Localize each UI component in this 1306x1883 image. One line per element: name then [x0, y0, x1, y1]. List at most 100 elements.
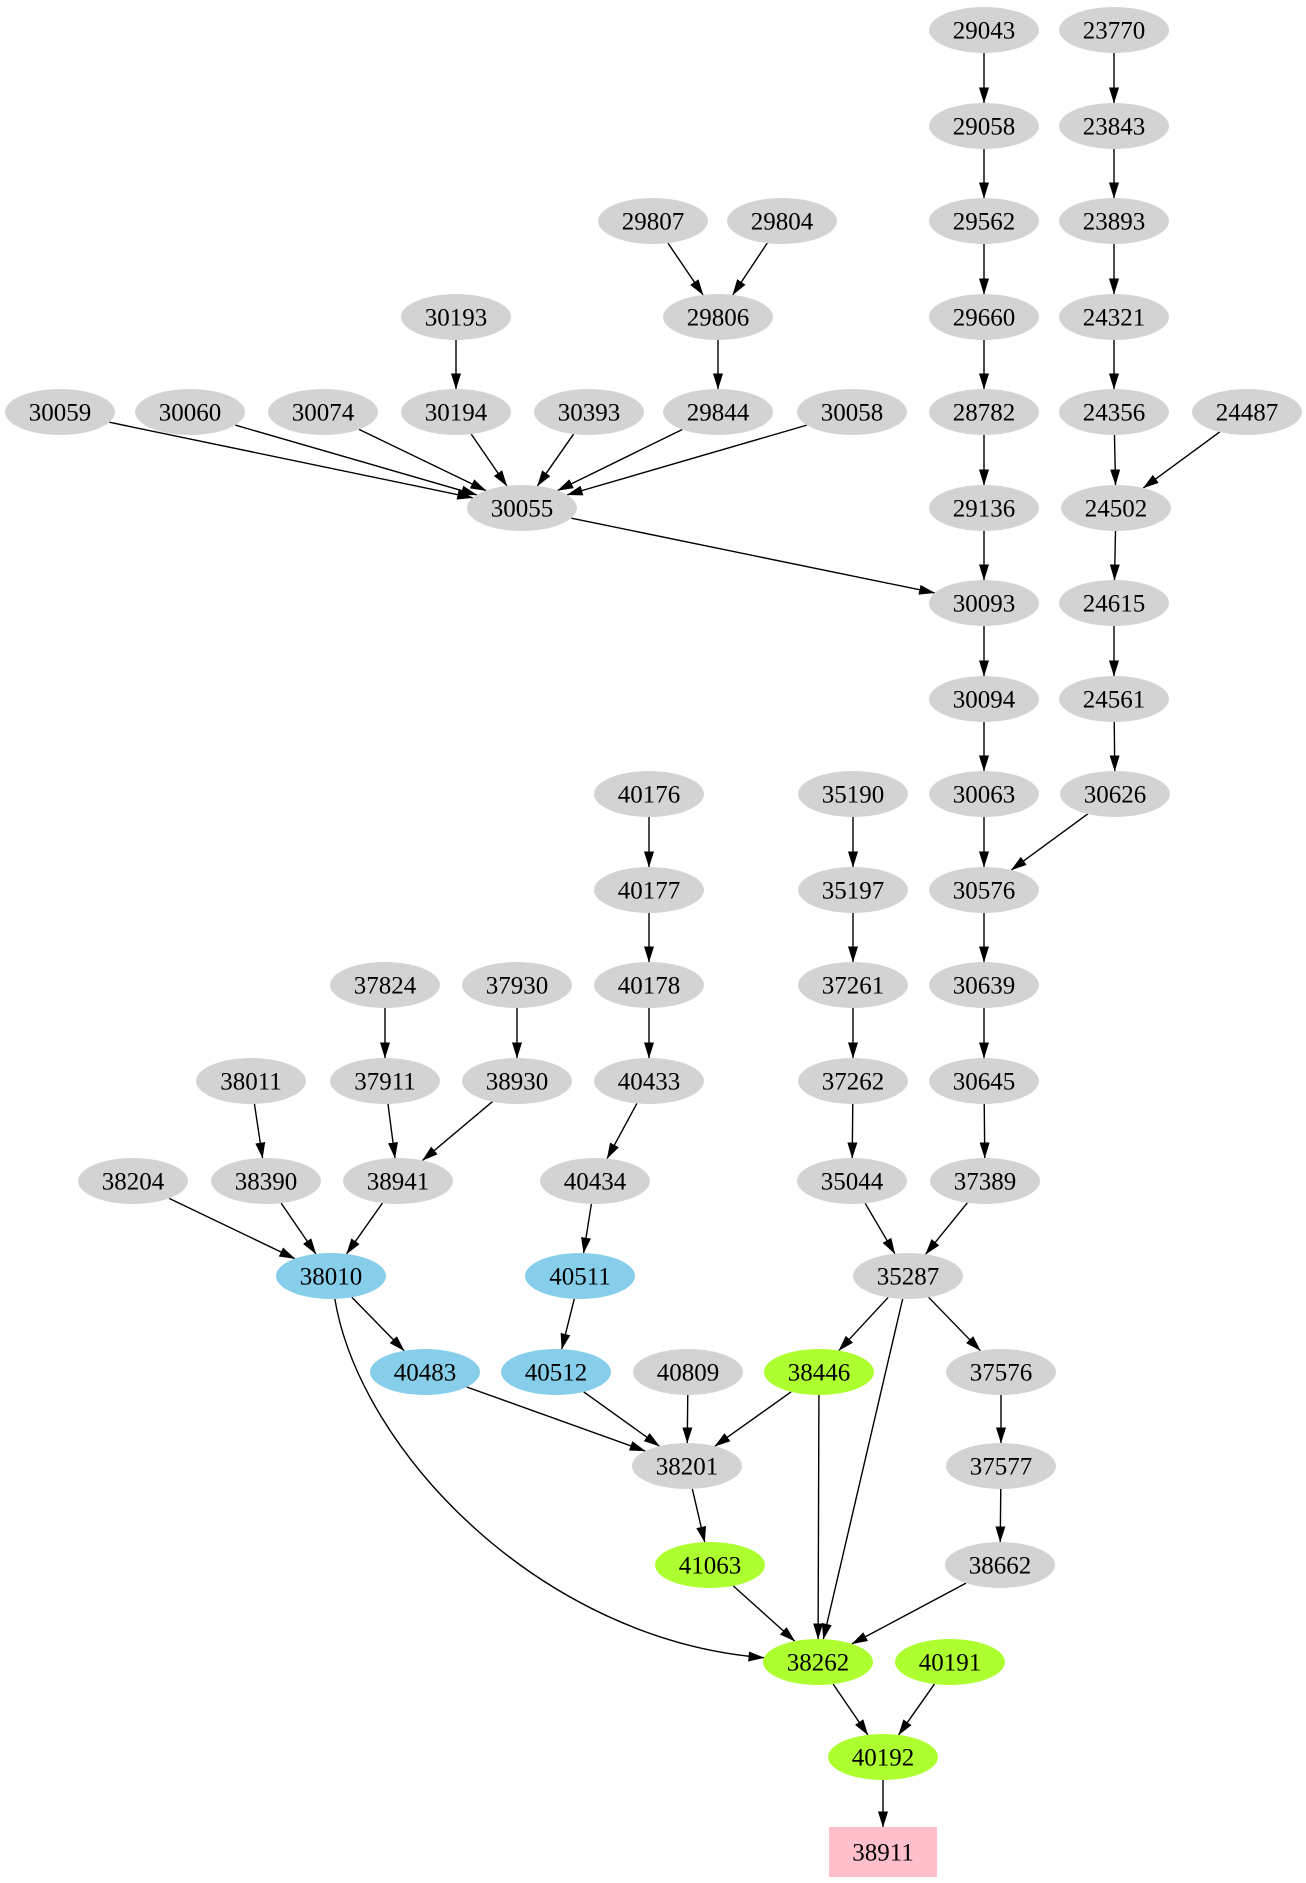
edge-37262-35044: [847, 1103, 858, 1159]
node-ellipse-38201: [632, 1443, 742, 1489]
node-29807: 29807: [598, 198, 708, 244]
node-40192: 40192: [828, 1734, 938, 1780]
node-ellipse-40809: [633, 1349, 743, 1395]
node-ellipse-29660: [929, 294, 1039, 340]
node-label-37911: 37911: [354, 1069, 416, 1096]
node-35197: 35197: [798, 867, 908, 913]
node-29660: 29660: [929, 294, 1039, 340]
node-ellipse-35287: [853, 1253, 963, 1299]
edge-37577-38662: [995, 1488, 1006, 1543]
node-ellipse-40433: [594, 1058, 704, 1104]
node-label-38446: 38446: [788, 1360, 851, 1387]
node-ellipse-37911: [330, 1058, 440, 1104]
node-label-30093: 30093: [953, 591, 1016, 618]
node-ellipse-30059: [5, 389, 115, 435]
node-38201: 38201: [632, 1443, 742, 1489]
node-label-35197: 35197: [822, 878, 885, 905]
node-label-30194: 30194: [425, 400, 488, 427]
node-label-23843: 23843: [1083, 114, 1146, 141]
node-ellipse-30093: [929, 580, 1039, 626]
node-label-37930: 37930: [486, 973, 549, 1000]
node-24615: 24615: [1059, 580, 1169, 626]
edge-40809-38201: [682, 1394, 693, 1444]
edge-35044-35287: [864, 1202, 896, 1255]
node-ellipse-40511: [525, 1253, 635, 1299]
node-24487: 24487: [1192, 389, 1302, 435]
edge-24487-24502: [1142, 431, 1221, 489]
node-ellipse-38390: [211, 1158, 321, 1204]
node-37262: 37262: [798, 1058, 908, 1104]
node-ellipse-30058: [797, 389, 907, 435]
node-24356: 24356: [1059, 389, 1169, 435]
node-37389: 37389: [930, 1158, 1040, 1204]
edge-30194-30055: [470, 433, 508, 487]
edge-38446-38201: [714, 1391, 792, 1447]
node-ellipse-29136: [929, 485, 1039, 531]
node-label-38911: 38911: [852, 1840, 914, 1867]
node-29058: 29058: [929, 103, 1039, 149]
edge-35287-37576: [928, 1296, 981, 1352]
node-label-40511: 40511: [549, 1264, 611, 1291]
edge-38446-38262: [813, 1394, 824, 1640]
node-ellipse-30576: [929, 867, 1039, 913]
node-ellipse-40192: [828, 1734, 938, 1780]
node-label-30393: 30393: [558, 400, 621, 427]
node-ellipse-38662: [945, 1542, 1055, 1588]
node-38390: 38390: [211, 1158, 321, 1204]
edge-30058-30055: [566, 424, 808, 496]
node-label-37577: 37577: [970, 1454, 1033, 1481]
node-40512: 40512: [501, 1349, 611, 1395]
node-ellipse-37930: [462, 962, 572, 1008]
node-ellipse-29562: [929, 198, 1039, 244]
node-29844: 29844: [663, 389, 773, 435]
node-label-29806: 29806: [687, 305, 750, 332]
node-label-29562: 29562: [953, 209, 1016, 236]
node-label-28782: 28782: [953, 400, 1016, 427]
edge-41063-38262: [732, 1585, 796, 1642]
node-ellipse-24356: [1059, 389, 1169, 435]
node-label-30094: 30094: [953, 687, 1016, 714]
node-40177: 40177: [594, 867, 704, 913]
node-ellipse-29043: [929, 7, 1039, 53]
node-30093: 30093: [929, 580, 1039, 626]
node-30074: 30074: [268, 389, 378, 435]
node-29136: 29136: [929, 485, 1039, 531]
edge-35287-38262: [821, 1298, 904, 1640]
edge-37389-35287: [925, 1202, 968, 1255]
node-label-30063: 30063: [953, 782, 1016, 809]
edge-40483-38201: [466, 1386, 646, 1452]
node-label-38662: 38662: [969, 1553, 1032, 1580]
node-label-38010: 38010: [300, 1264, 363, 1291]
node-label-40191: 40191: [919, 1650, 982, 1677]
edge-24561-30626: [1109, 721, 1120, 772]
node-ellipse-40191: [895, 1639, 1005, 1685]
node-label-40192: 40192: [852, 1745, 915, 1772]
node-ellipse-38010: [276, 1253, 386, 1299]
node-30059: 30059: [5, 389, 115, 435]
node-29562: 29562: [929, 198, 1039, 244]
node-37261: 37261: [798, 962, 908, 1008]
node-30645: 30645: [929, 1058, 1039, 1104]
node-30060: 30060: [135, 389, 245, 435]
edge-29807-29806: [667, 242, 704, 296]
node-ellipse-30063: [929, 771, 1039, 817]
node-box-38911: [829, 1827, 937, 1877]
node-ellipse-38204: [78, 1158, 188, 1204]
node-label-35190: 35190: [822, 782, 885, 809]
node-ellipse-35190: [798, 771, 908, 817]
node-ellipse-35197: [798, 867, 908, 913]
node-label-30058: 30058: [821, 400, 884, 427]
node-label-37389: 37389: [954, 1169, 1017, 1196]
node-ellipse-41063: [655, 1542, 765, 1588]
node-ellipse-30626: [1060, 771, 1170, 817]
node-label-29043: 29043: [953, 18, 1016, 45]
node-label-29804: 29804: [751, 209, 814, 236]
edge-30626-30576: [1010, 813, 1089, 871]
node-label-30626: 30626: [1084, 782, 1147, 809]
node-30194: 30194: [401, 389, 511, 435]
node-38262: 38262: [763, 1639, 873, 1685]
node-label-38390: 38390: [235, 1169, 298, 1196]
node-30639: 30639: [929, 962, 1039, 1008]
node-38930: 38930: [462, 1058, 572, 1104]
edge-38941-38010: [345, 1202, 384, 1255]
